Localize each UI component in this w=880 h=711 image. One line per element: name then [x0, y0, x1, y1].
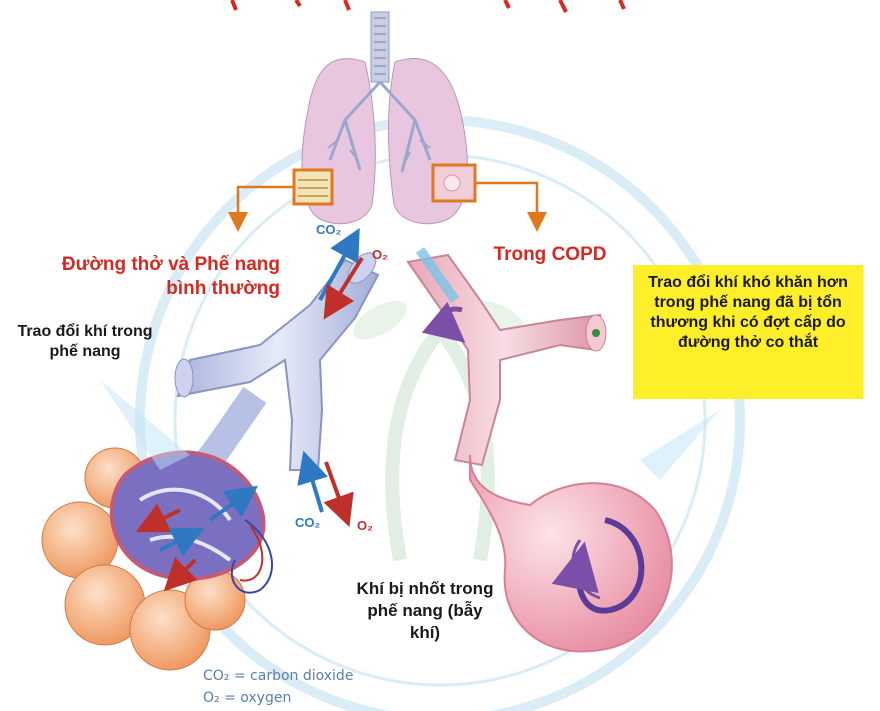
copd-note-text: Trao đổi khí khó khăn hơn trong phế nang…: [643, 273, 853, 354]
o2-label-bottom: O₂: [357, 518, 373, 533]
legend-o2: O₂ = oxygen: [203, 690, 291, 706]
legend-co2: CO₂ = carbon dioxide: [203, 668, 353, 684]
o2-label-top: O₂: [372, 247, 388, 262]
gas-exchange-normal-label: Trao đổi khí trong phế nang: [6, 322, 164, 363]
copd-alveolus: [470, 455, 672, 652]
trapped-air-label: Khí bị nhốt trong phế nang (bẫy khí): [350, 578, 500, 643]
copd-airway: [408, 250, 606, 465]
copd-note-box: Trao đổi khí khó khăn hơn trong phế nang…: [633, 265, 863, 399]
co2-label-bottom: CO₂: [295, 515, 320, 530]
copd-label: Trong COPD: [470, 243, 630, 267]
normal-airway-label: Đường thở và Phế nang bình thường: [30, 253, 280, 302]
co2-label-top: CO₂: [316, 222, 341, 237]
